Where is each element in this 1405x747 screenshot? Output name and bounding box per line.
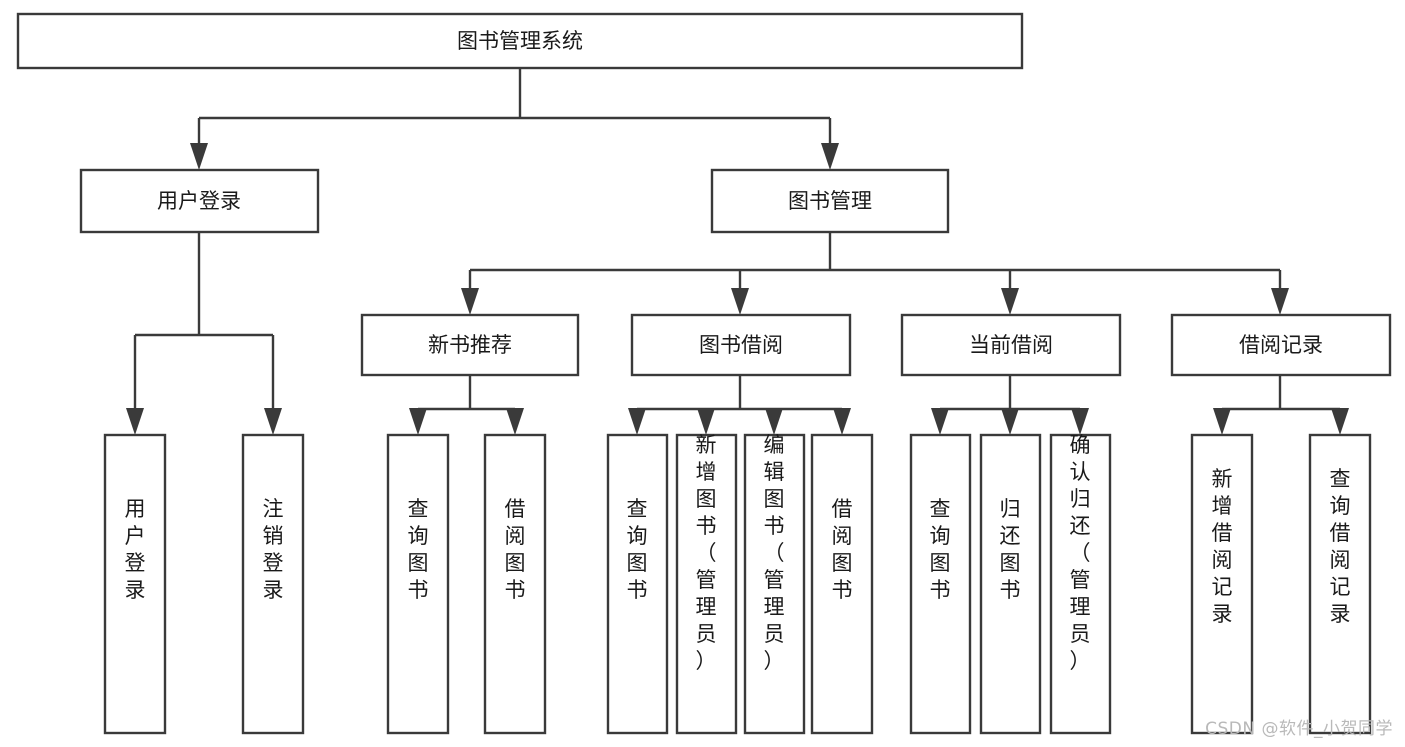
arrow-head-new-book-leaf2: [506, 408, 524, 435]
leaf-book-borrow-3-label: 编辑图书（管理员）: [764, 433, 785, 673]
node-new-book-recommend-label: 新书推荐: [428, 333, 512, 357]
leaf-borrow-record-1[interactable]: 新增借阅记录: [1190, 433, 1254, 735]
connectors-layer: [126, 68, 1349, 435]
leaf-book-borrow-3-box[interactable]: [743, 433, 806, 735]
leaf-current-borrow-1-label: 查询图书: [930, 497, 951, 602]
leaf-book-borrow-1-label: 查询图书: [627, 497, 648, 602]
leaf-new-book-2-label: 借阅图书: [505, 497, 526, 602]
leaf-book-borrow-3[interactable]: 编辑图书（管理员）: [743, 433, 806, 735]
node-book-borrow-box[interactable]: [630, 313, 852, 377]
arrow-head-current-borrow: [1001, 288, 1019, 315]
leaf-new-book-2[interactable]: 借阅图书: [483, 433, 547, 735]
node-current-borrow-box[interactable]: [900, 313, 1122, 377]
node-book-borrow[interactable]: 图书借阅: [630, 313, 852, 377]
node-root[interactable]: 图书管理系统: [16, 12, 1024, 70]
arrow-head-new-book-recommend: [461, 288, 479, 315]
leaf-book-borrow-2[interactable]: 新增图书（管理员）: [675, 433, 738, 735]
leaf-current-borrow-2-box[interactable]: [979, 433, 1042, 735]
arrow-head-user-login-leaf1: [126, 408, 144, 435]
node-borrow-record-label: 借阅记录: [1239, 333, 1323, 357]
leaf-current-borrow-2-label: 归还图书: [1000, 497, 1021, 602]
leaf-book-borrow-1-box[interactable]: [606, 433, 669, 735]
leaf-user-login-1-box[interactable]: [103, 433, 167, 735]
leaf-user-login-2[interactable]: 注销登录: [241, 433, 305, 735]
leaf-current-borrow-3-label: 确认归还（管理员）: [1070, 433, 1091, 673]
leaf-user-login-2-box[interactable]: [241, 433, 305, 735]
arrow-head-current-borrow-leaf3: [1071, 408, 1089, 435]
leaf-new-book-2-box[interactable]: [483, 433, 547, 735]
leaf-book-borrow-4-box[interactable]: [810, 433, 874, 735]
arrow-head-current-borrow-leaf2: [1001, 408, 1019, 435]
arrow-head-book-borrow-leaf2: [697, 408, 715, 435]
arrow-head-book-borrow: [731, 288, 749, 315]
arrow-head-borrow-record-leaf1: [1213, 408, 1231, 435]
node-current-borrow[interactable]: 当前借阅: [900, 313, 1122, 377]
leaf-user-login-1-label: 用户登录: [125, 497, 146, 602]
arrow-head-user-login-leaf2: [264, 408, 282, 435]
node-user-login-label: 用户登录: [157, 189, 241, 213]
leaf-current-borrow-3[interactable]: 确认归还（管理员）: [1049, 433, 1112, 735]
node-new-book-recommend[interactable]: 新书推荐: [360, 313, 580, 377]
node-borrow-record-box[interactable]: [1170, 313, 1392, 377]
arrow-head-book-borrow-leaf4: [833, 408, 851, 435]
node-book-manage-label: 图书管理: [788, 189, 872, 213]
arrow-head-user-login: [190, 143, 208, 170]
node-book-manage[interactable]: 图书管理: [710, 168, 950, 234]
leaf-borrow-record-2-box[interactable]: [1308, 433, 1372, 735]
leaf-book-borrow-1[interactable]: 查询图书: [606, 433, 669, 735]
arrow-head-borrow-record: [1271, 288, 1289, 315]
leaf-borrow-record-1-box[interactable]: [1190, 433, 1254, 735]
leaf-book-borrow-4-label: 借阅图书: [832, 497, 853, 602]
leaf-new-book-1[interactable]: 查询图书: [386, 433, 450, 735]
leaf-user-login-1[interactable]: 用户登录: [103, 433, 167, 735]
node-borrow-record[interactable]: 借阅记录: [1170, 313, 1392, 377]
leaf-current-borrow-2[interactable]: 归还图书: [979, 433, 1042, 735]
leaf-current-borrow-1-box[interactable]: [909, 433, 972, 735]
node-root-box[interactable]: [16, 12, 1024, 70]
arrow-head-book-borrow-leaf1: [628, 408, 646, 435]
leaf-borrow-record-2-label: 查询借阅记录: [1330, 467, 1351, 626]
node-root-label: 图书管理系统: [457, 29, 583, 53]
arrow-head-borrow-record-leaf2: [1331, 408, 1349, 435]
leaf-current-borrow-3-box[interactable]: [1049, 433, 1112, 735]
leaf-borrow-record-1-label: 新增借阅记录: [1212, 467, 1233, 626]
node-current-borrow-label: 当前借阅: [969, 333, 1053, 357]
node-user-login[interactable]: 用户登录: [79, 168, 320, 234]
node-book-borrow-label: 图书借阅: [699, 333, 783, 357]
leaf-new-book-1-label: 查询图书: [408, 497, 429, 602]
node-user-login-box[interactable]: [79, 168, 320, 234]
leaf-new-book-1-box[interactable]: [386, 433, 450, 735]
leaf-book-borrow-4[interactable]: 借阅图书: [810, 433, 874, 735]
arrow-head-book-borrow-leaf3: [765, 408, 783, 435]
leaf-book-borrow-2-box[interactable]: [675, 433, 738, 735]
arrow-head-current-borrow-leaf1: [931, 408, 949, 435]
arrow-head-new-book-leaf1: [409, 408, 427, 435]
node-new-book-recommend-box[interactable]: [360, 313, 580, 377]
leaf-borrow-record-2[interactable]: 查询借阅记录: [1308, 433, 1372, 735]
leaf-user-login-2-label: 注销登录: [263, 497, 284, 602]
arrow-head-book-manage: [821, 143, 839, 170]
leaf-current-borrow-1[interactable]: 查询图书: [909, 433, 972, 735]
node-book-manage-box[interactable]: [710, 168, 950, 234]
leaf-book-borrow-2-label: 新增图书（管理员）: [696, 433, 717, 673]
